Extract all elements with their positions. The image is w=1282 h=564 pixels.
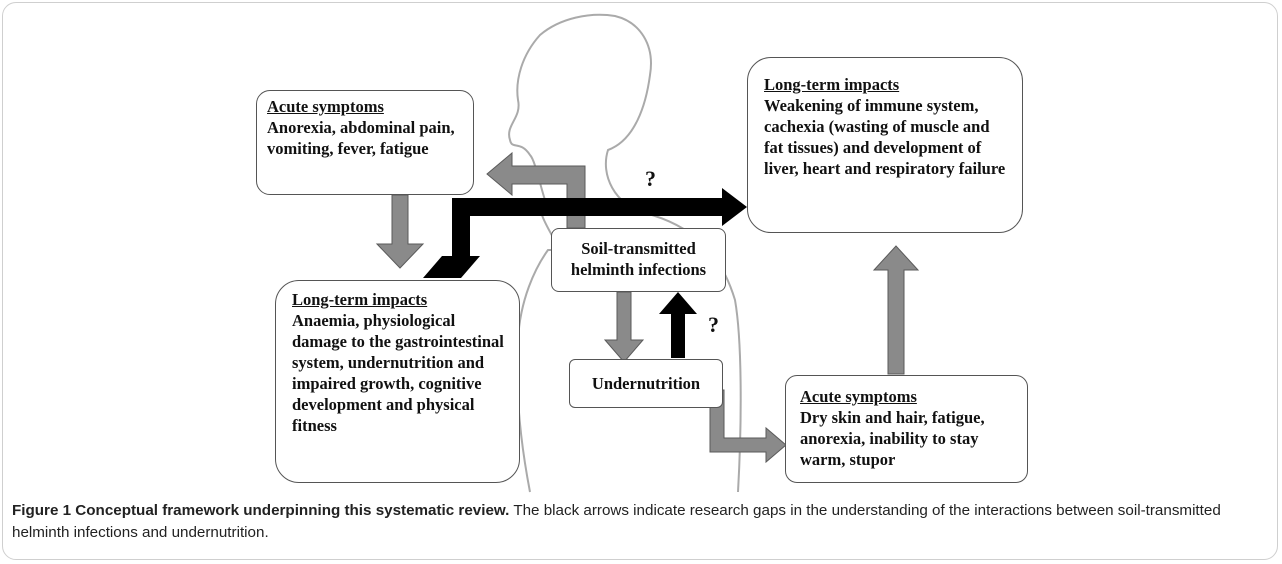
long-term-impacts-left-heading: Long-term impacts [292, 290, 428, 309]
acute-symptoms-right-heading: Acute symptoms [800, 387, 917, 406]
black-arrow-research-gap-top [423, 188, 747, 278]
human-silhouette [508, 13, 742, 493]
long-term-impacts-left-text: Anaemia, physiological damage to the gas… [292, 311, 504, 435]
acute-symptoms-left-text: Anorexia, abdominal pain, vomiting, feve… [267, 118, 455, 158]
acute-symptoms-right-box: Acute symptoms Dry skin and hair, fatigu… [785, 375, 1028, 483]
long-term-impacts-left-box: Long-term impacts Anaemia, physiological… [275, 280, 520, 483]
black-arrow-research-gap-middle [659, 292, 697, 358]
acute-symptoms-left-heading: Acute symptoms [267, 97, 384, 116]
grey-arrow-acute-to-longterm-left [375, 194, 425, 269]
acute-symptoms-left-box: Acute symptoms Anorexia, abdominal pain,… [256, 90, 474, 195]
sth-infections-box: Soil-transmitted helminth infections [551, 228, 726, 292]
grey-arrow-undernutrition-to-acute-right [709, 389, 787, 464]
grey-arrow-sth-to-undernutrition [603, 291, 645, 363]
question-mark-middle: ? [708, 312, 719, 337]
grey-arrow-acute-to-longterm-right [872, 245, 920, 375]
figure-caption: Figure 1 Conceptual framework underpinni… [12, 500, 1267, 544]
caption-title: Figure 1 Conceptual framework underpinni… [12, 502, 510, 519]
undernutrition-box: Undernutrition [569, 359, 723, 408]
undernutrition-text: Undernutrition [591, 374, 701, 393]
question-mark-top: ? [645, 166, 656, 191]
long-term-impacts-right-heading: Long-term impacts [764, 75, 900, 94]
acute-symptoms-right-text: Dry skin and hair, fatigue, anorexia, in… [800, 408, 985, 469]
grey-arrow-sth-to-acute-left [486, 151, 586, 229]
long-term-impacts-right-text: Weakening of immune system, cachexia (wa… [764, 96, 1006, 178]
long-term-impacts-right-box: Long-term impacts Weakening of immune sy… [747, 57, 1023, 233]
caption-text: The black arrows indicate research gaps … [12, 502, 1221, 541]
sth-infections-text: Soil-transmitted helminth infections [570, 239, 707, 279]
